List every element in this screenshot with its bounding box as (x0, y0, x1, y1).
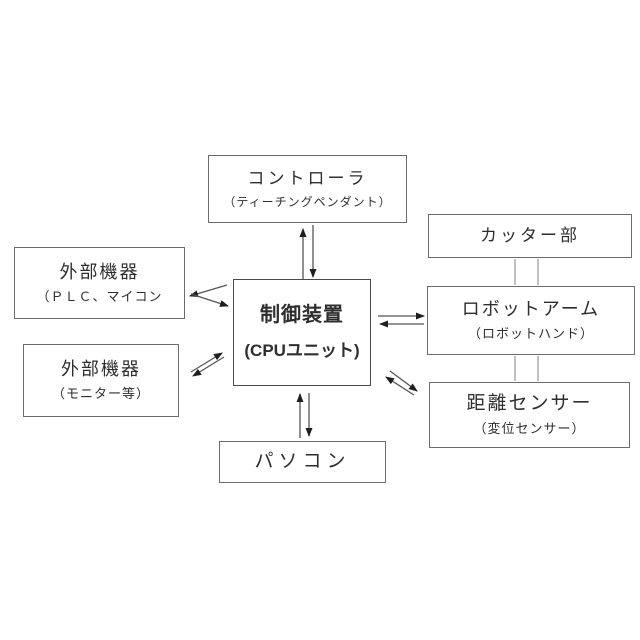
external1-label: 外部機器 (59, 261, 140, 282)
node-distance-sensor: 距離センサー （変位センサー） (429, 382, 630, 448)
arm-sublabel: （ロボットハンド） (467, 326, 594, 341)
controller-sublabel: （ティーチングペンダント） (223, 194, 392, 209)
controller-label: コントローラ (247, 169, 368, 189)
external2-label: 外部機器 (61, 359, 141, 380)
pc-label: パソコン (254, 450, 351, 472)
cpu-label: 制御装置 (260, 304, 344, 327)
node-cutter-unit: カッター部 (428, 214, 632, 258)
sensor-label: 距離センサー (466, 393, 593, 415)
cpu-sublabel: (CPUユニット) (244, 341, 360, 361)
connector-cutter-arm (514, 259, 539, 285)
arrow-external1-to-cpu (190, 293, 229, 307)
node-external-device-plc: 外部機器 （ＰＬＣ、マイコン (14, 247, 185, 319)
arrow-cpu-to-external2 (192, 356, 225, 377)
node-external-device-monitor: 外部機器 （モニター等） (23, 344, 179, 417)
arrow-external2-to-cpu (190, 352, 223, 373)
cutter-label: カッター部 (480, 225, 580, 245)
connector-arm-sensor (514, 356, 539, 381)
arrow-cpu-to-external1 (189, 284, 228, 298)
node-control-unit-cpu: 制御装置 (CPUユニット) (233, 279, 371, 386)
arm-label: ロボットアーム (461, 299, 601, 320)
arrow-sensor-to-cpu (385, 376, 415, 396)
external1-sublabel: （ＰＬＣ、マイコン (36, 288, 163, 304)
arrow-cpu-to-sensor (389, 370, 418, 392)
sensor-sublabel: （変位センサー） (473, 421, 586, 437)
node-pc: パソコン (219, 441, 386, 483)
external2-sublabel: （モニター等） (51, 386, 150, 401)
node-robot-arm: ロボットアーム （ロボットハンド） (427, 286, 635, 355)
node-controller: コントローラ （ティーチングペンダント） (208, 155, 407, 223)
